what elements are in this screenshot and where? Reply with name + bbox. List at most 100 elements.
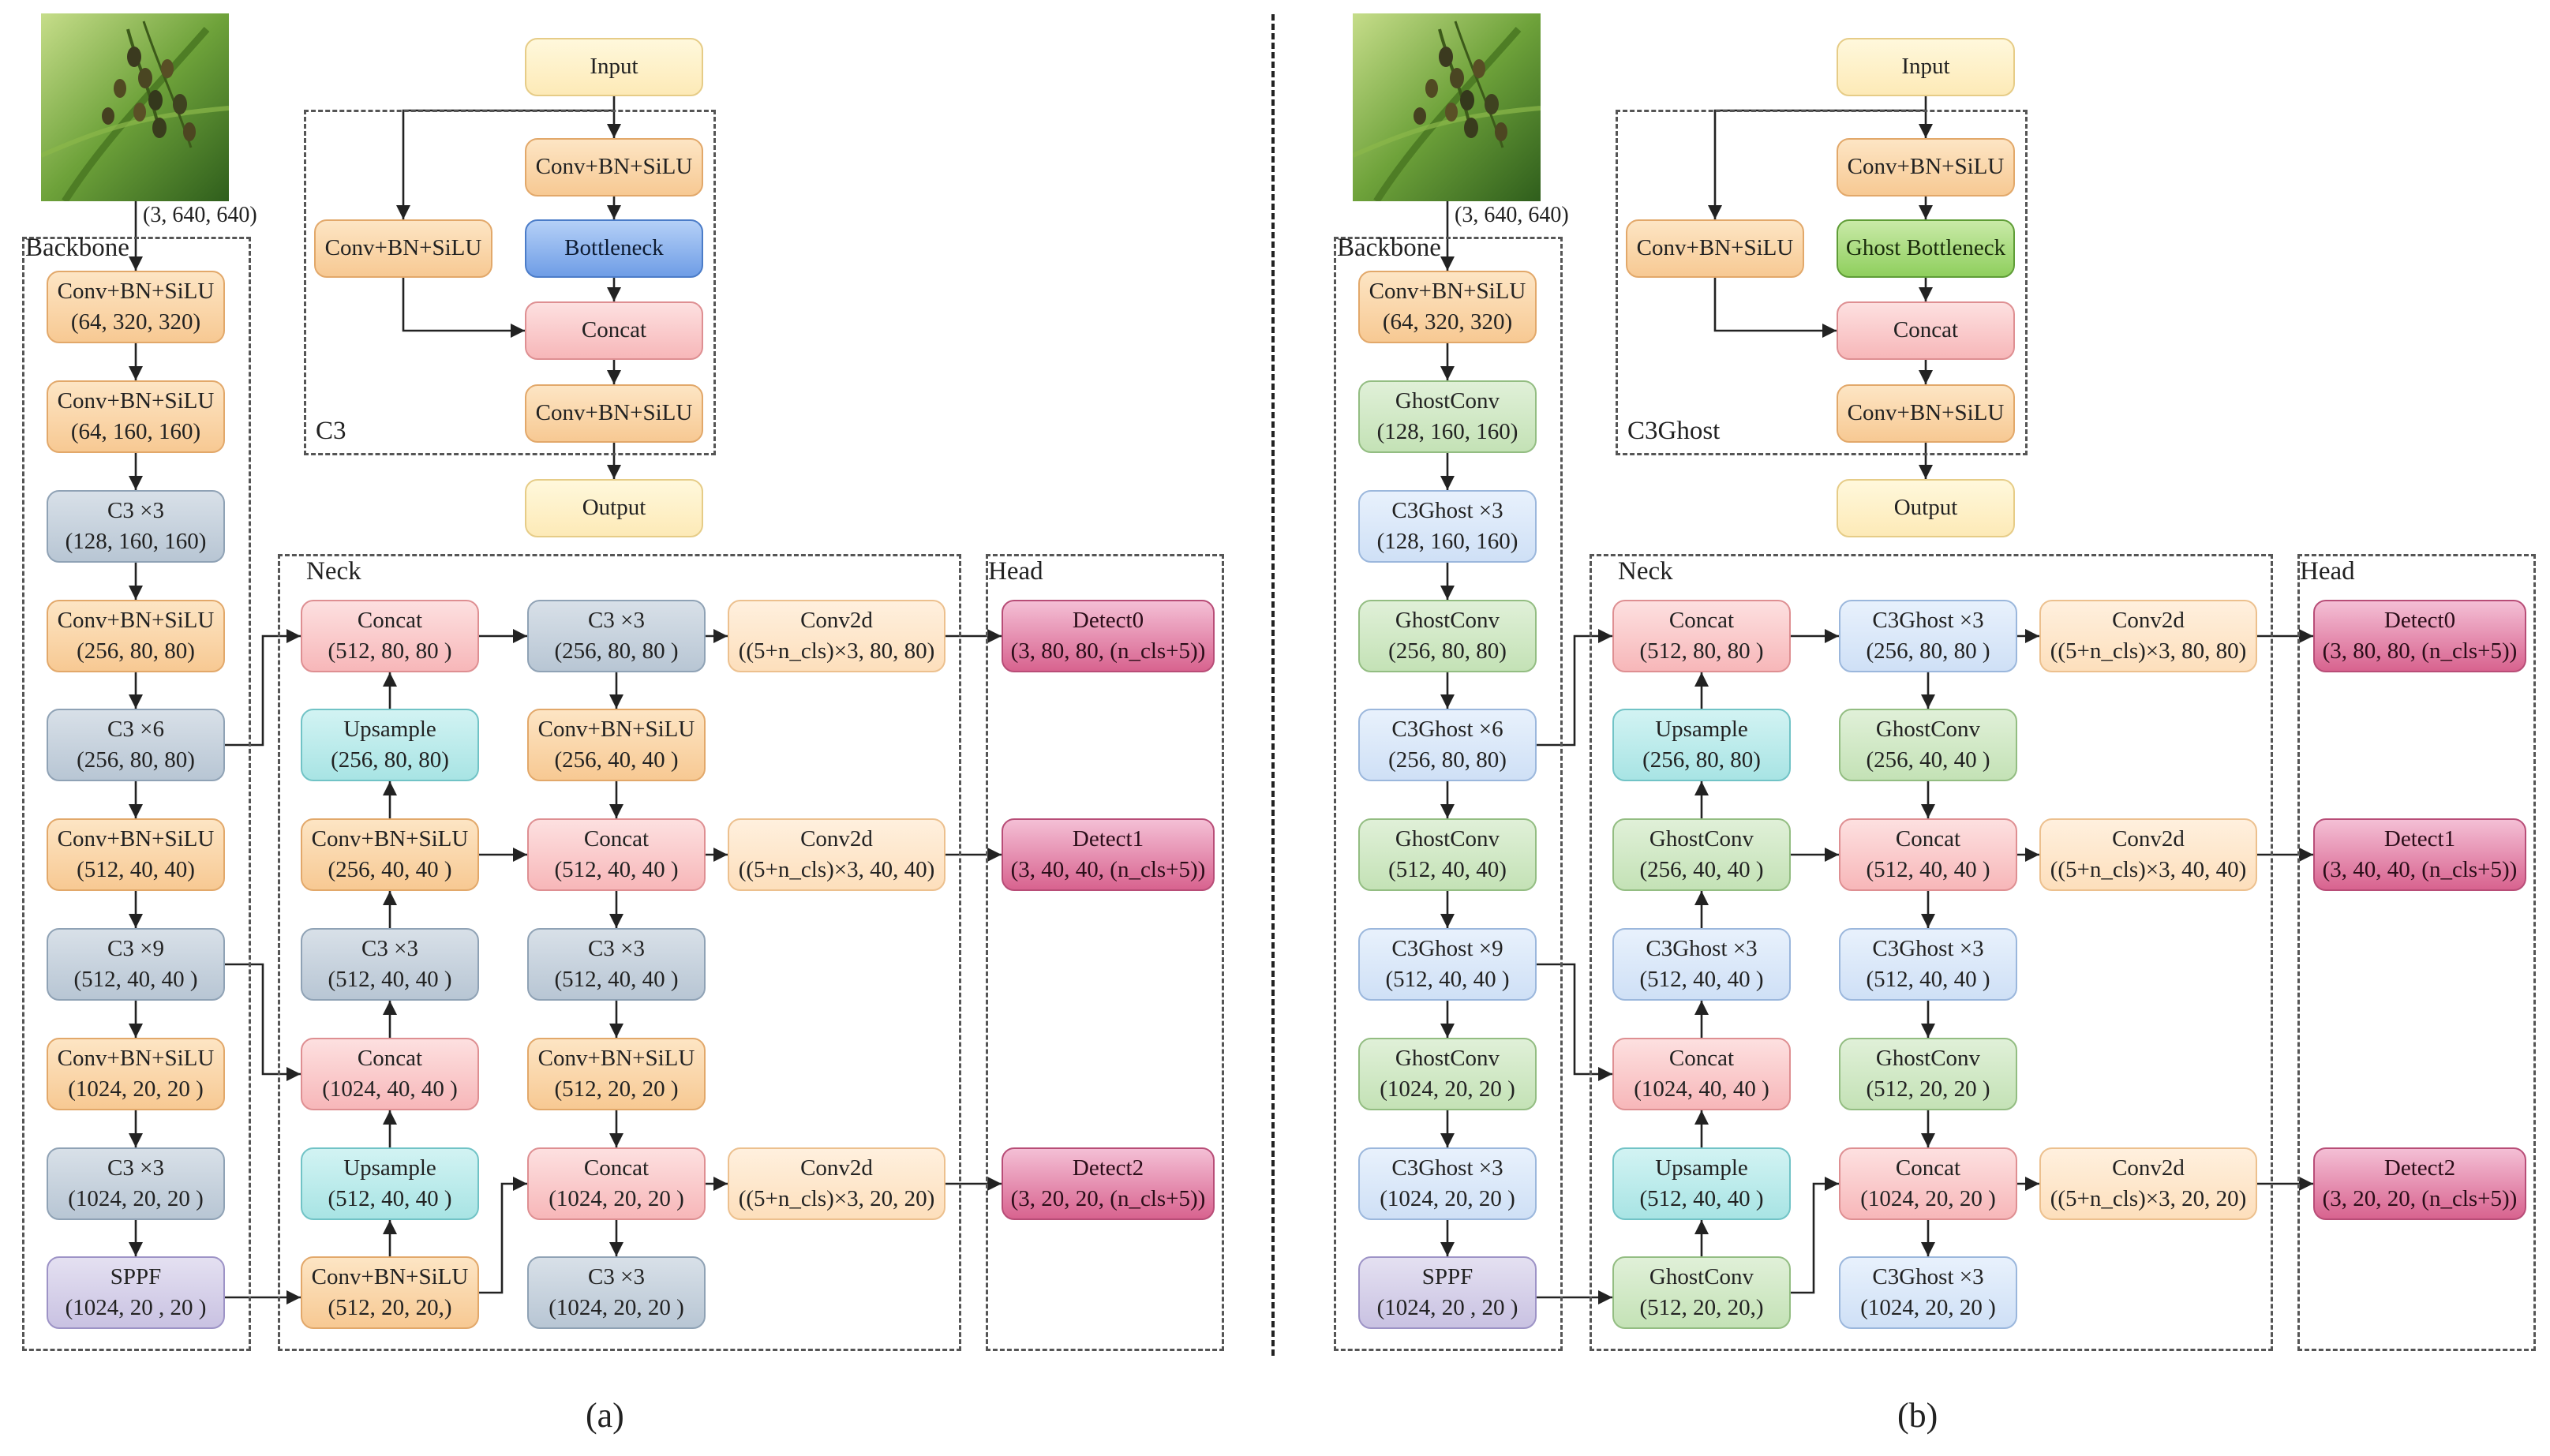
neck-col1-node-5-name: Upsample (343, 1155, 436, 1181)
backbone-node-0: Conv+BN+SiLU(64, 320, 320) (47, 271, 225, 343)
backbone-node-4-shape: (256, 80, 80) (1388, 747, 1507, 773)
conv2d-node-0-name: Conv2d (800, 607, 873, 633)
neck-col1-node-1-shape: (256, 80, 80) (1642, 747, 1761, 773)
neck-col1-node-2-name: Conv+BN+SiLU (311, 825, 469, 852)
backbone-title: Backbone (25, 234, 129, 262)
conv2d-node-1-name: Conv2d (2112, 825, 2185, 852)
block-concat: Concat (1837, 301, 2015, 360)
neck-col2-node-5: Concat(1024, 20, 20 ) (1839, 1147, 2017, 1220)
neck-col1-node-3: C3 ×3(512, 40, 40 ) (301, 928, 479, 1001)
neck-col2-node-2: Concat(512, 40, 40 ) (527, 818, 706, 891)
detect-node-0: Detect0(3, 80, 80, (n_cls+5)) (2313, 600, 2526, 672)
neck-col1-node-0-shape: (512, 80, 80 ) (1639, 638, 1764, 664)
block-title: C3Ghost (1627, 417, 1721, 445)
backbone-node-2: C3 ×3(128, 160, 160) (47, 490, 225, 563)
neck-col1-node-6-name: GhostConv (1649, 1263, 1754, 1289)
backbone-node-9: SPPF(1024, 20 , 20 ) (47, 1256, 225, 1329)
conv2d-node-2: Conv2d((5+n_cls)×3, 20, 20) (2039, 1147, 2257, 1220)
backbone-node-1: GhostConv (128, 160, 160) (1358, 380, 1537, 453)
block-output-name: Output (1893, 495, 1958, 521)
neck-col1-node-1-name: Upsample (343, 716, 436, 742)
neck-col2-node-3-shape: (512, 40, 40 ) (554, 967, 679, 992)
rice-panicle-photo (1353, 13, 1541, 201)
head-region (2297, 554, 2536, 1351)
block-bottleneck: Bottleneck (525, 219, 703, 278)
conv2d-node-1: Conv2d ((5+n_cls)×3, 40, 40) (2039, 818, 2257, 891)
backbone-node-7: GhostConv(1024, 20, 20 ) (1358, 1038, 1537, 1110)
neck-col1-node-4-shape: (1024, 40, 40 ) (1634, 1076, 1769, 1102)
neck-col2-node-0: C3 ×3(256, 80, 80 ) (527, 600, 706, 672)
backbone-node-2-shape: (128, 160, 160) (1376, 529, 1518, 554)
backbone-node-9-name: SPPF (1421, 1263, 1473, 1289)
detect-node-2: Detect2(3, 20, 20, (n_cls+5)) (1002, 1147, 1215, 1220)
neck-col2-node-0-shape: (256, 80, 80 ) (554, 638, 679, 664)
neck-col1-node-6: GhostConv (512, 20, 20,) (1612, 1256, 1791, 1329)
neck-col2-node-2-name: Concat (583, 825, 650, 852)
neck-col1-node-3: C3Ghost ×3(512, 40, 40 ) (1612, 928, 1791, 1001)
neck-col2-node-2-shape: (512, 40, 40 ) (1866, 857, 1990, 882)
backbone-node-3-shape: (256, 80, 80) (77, 638, 195, 664)
backbone-node-4-shape: (256, 80, 80) (77, 747, 195, 773)
conv2d-node-1-shape: ((5+n_cls)×3, 40, 40) (2050, 857, 2247, 882)
block-top-conv: Conv+BN+SiLU (525, 138, 703, 197)
backbone-node-6: C3 ×9(512, 40, 40 ) (47, 928, 225, 1001)
backbone-node-8-shape: (1024, 20, 20 ) (1380, 1186, 1515, 1211)
backbone-node-3: Conv+BN+SiLU(256, 80, 80) (47, 600, 225, 672)
backbone-node-6-name: C3Ghost ×9 (1391, 935, 1503, 961)
detect-node-0: Detect0(3, 80, 80, (n_cls+5)) (1002, 600, 1215, 672)
backbone-node-8: C3 ×3(1024, 20, 20 ) (47, 1147, 225, 1220)
backbone-node-1-shape: (128, 160, 160) (1376, 419, 1518, 444)
head-title: Head (988, 557, 1043, 586)
skip-wire (1537, 963, 1612, 1082)
block-title: C3 (316, 417, 346, 445)
neck-col1-node-4-shape: (1024, 40, 40 ) (322, 1076, 458, 1102)
backbone-node-2: C3Ghost ×3(128, 160, 160) (1358, 490, 1537, 563)
neck-col1-node-0-name: Concat (1668, 607, 1735, 633)
backbone-node-4: C3Ghost ×6 (256, 80, 80) (1358, 709, 1537, 781)
skip-wire (1537, 628, 1612, 747)
rice-panicle-photo (41, 13, 229, 201)
block-bottom-conv-name: Conv+BN+SiLU (1847, 400, 2005, 426)
neck-col2-node-0: C3Ghost ×3(256, 80, 80 ) (1839, 600, 2017, 672)
backbone-node-1: Conv+BN+SiLU(64, 160, 160) (47, 380, 225, 453)
block-input: Input (525, 38, 703, 96)
conv2d-node-1-shape: ((5+n_cls)×3, 40, 40) (738, 857, 935, 882)
backbone-node-3: GhostConv(256, 80, 80) (1358, 600, 1537, 672)
block-region (1616, 110, 2028, 455)
neck-col2-node-3-name: C3Ghost ×3 (1872, 935, 1984, 961)
neck-col2-node-1-name: GhostConv (1875, 716, 1981, 742)
neck-col1-node-0-shape: (512, 80, 80 ) (328, 638, 452, 664)
neck-col1-node-6-shape: (512, 20, 20,) (1639, 1295, 1764, 1320)
backbone-node-6: C3Ghost ×9(512, 40, 40 ) (1358, 928, 1537, 1001)
neck-col2-node-5: Concat(1024, 20, 20 ) (527, 1147, 706, 1220)
backbone-node-4-name: C3 ×6 (107, 716, 164, 742)
neck-col2-node-0-name: C3Ghost ×3 (1872, 607, 1984, 633)
block-concat-name: Concat (1893, 317, 1959, 343)
backbone-node-7: Conv+BN+SiLU(1024, 20, 20 ) (47, 1038, 225, 1110)
block-bottleneck: Ghost Bottleneck (1837, 219, 2015, 278)
backbone-node-0-name: Conv+BN+SiLU (1369, 278, 1526, 304)
backbone-region (1334, 237, 1563, 1351)
block-top-conv: Conv+BN+SiLU (1837, 138, 2015, 197)
backbone-node-1-name: GhostConv (1395, 387, 1500, 414)
neck-title: Neck (306, 557, 361, 586)
block-left-conv: Conv+BN+SiLU (314, 219, 492, 278)
conv2d-node-0-name: Conv2d (2112, 607, 2185, 633)
backbone-node-9-shape: (1024, 20 , 20 ) (1376, 1295, 1518, 1320)
neck-col1-node-6: Conv+BN+SiLU(512, 20, 20,) (301, 1256, 479, 1329)
block-top-conv-name: Conv+BN+SiLU (535, 154, 693, 180)
backbone-node-0: Conv+BN+SiLU(64, 320, 320) (1358, 271, 1537, 343)
block-wire (402, 278, 525, 339)
conv2d-node-2-shape: ((5+n_cls)×3, 20, 20) (738, 1186, 935, 1211)
neck-col1-node-3-shape: (512, 40, 40 ) (1639, 967, 1764, 992)
neck-col1-node-5: Upsample(512, 40, 40 ) (301, 1147, 479, 1220)
neck-col2-node-1: Conv+BN+SiLU(256, 40, 40 ) (527, 709, 706, 781)
detect-node-0-name: Detect0 (2383, 607, 2456, 633)
neck-region (278, 554, 961, 1351)
detect-node-2-shape: (3, 20, 20, (n_cls+5)) (2322, 1186, 2518, 1211)
block-input-name: Input (590, 54, 638, 80)
panel-caption: (b) (1897, 1396, 1938, 1435)
backbone-node-4-name: C3Ghost ×6 (1391, 716, 1503, 742)
backbone-node-0-shape: (64, 320, 320) (70, 309, 201, 335)
neck-col2-node-6-shape: (1024, 20, 20 ) (1860, 1295, 1996, 1320)
